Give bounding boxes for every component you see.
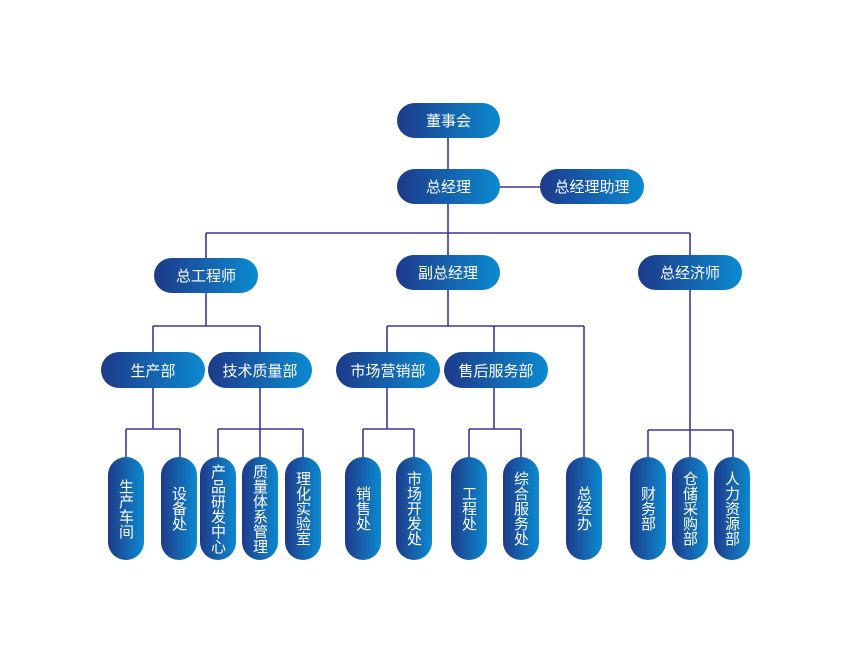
node-deputy-gm: 副总经理 (396, 255, 500, 290)
node-production-workshop: 生产车间 (108, 457, 144, 560)
node-finance-dept: 财务部 (630, 457, 666, 560)
node-general-manager: 总经理 (397, 169, 500, 204)
node-engineering-office: 工程处 (451, 457, 487, 560)
node-hr-dept: 人力资源部 (714, 457, 750, 560)
node-gm-assistant: 总经理助理 (540, 169, 644, 204)
node-product-rd-center: 产品研发中心 (200, 457, 236, 560)
node-equipment-office: 设备处 (161, 457, 197, 560)
node-chief-engineer: 总工程师 (154, 258, 258, 293)
node-warehouse-purchasing: 仓储采购部 (672, 457, 708, 560)
node-quality-system-mgmt: 质量体系管理 (242, 457, 278, 560)
node-general-service-office: 综合服务处 (503, 457, 539, 560)
node-gm-office: 总经办 (566, 457, 602, 560)
node-sales-office: 销售处 (345, 457, 381, 560)
node-production-dept: 生产部 (101, 352, 205, 388)
node-chief-economist: 总经济师 (638, 255, 742, 290)
node-market-dev-office: 市场开发处 (396, 457, 432, 560)
node-board: 董事会 (397, 103, 500, 138)
node-tech-quality-dept: 技术质量部 (208, 352, 312, 388)
node-marketing-dept: 市场营销部 (336, 352, 440, 388)
node-after-sales-dept: 售后服务部 (444, 352, 548, 388)
node-physchem-lab: 理化实验室 (285, 457, 321, 560)
